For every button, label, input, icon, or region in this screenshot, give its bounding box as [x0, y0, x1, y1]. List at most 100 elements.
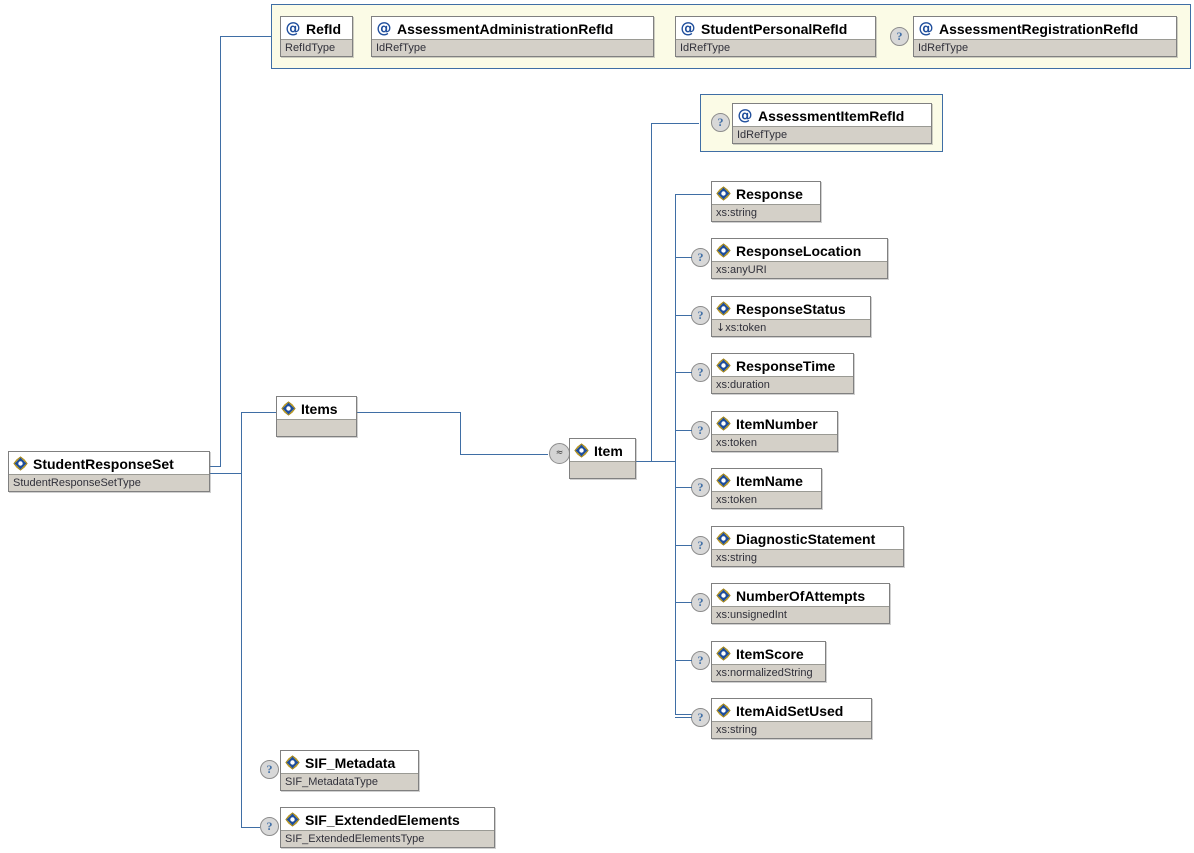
- connector: [210, 473, 242, 474]
- node-name-row: ResponseStatus: [712, 297, 870, 319]
- node-type-row: SIF_MetadataType: [281, 773, 418, 790]
- node-name-row: @ StudentPersonalRefId: [676, 17, 875, 39]
- node-label: Item: [594, 442, 623, 459]
- element-icon: [716, 358, 731, 373]
- node-name-row: ItemScore: [712, 642, 825, 664]
- connector: [675, 660, 692, 661]
- node-type-row: [277, 419, 356, 436]
- connector: [675, 194, 676, 715]
- optional-marker-icon: ?: [691, 306, 710, 325]
- element-icon: [574, 443, 589, 458]
- node-type-row: SIF_ExtendedElementsType: [281, 830, 494, 847]
- attribute-icon: @: [376, 18, 392, 37]
- node-label: ResponseTime: [736, 357, 836, 374]
- connector: [675, 487, 692, 488]
- node-label: Items: [301, 400, 338, 417]
- element-node-sif-extendedelements[interactable]: SIF_ExtendedElements SIF_ExtendedElement…: [280, 807, 495, 848]
- element-icon: [285, 812, 300, 827]
- node-name-row: Item: [570, 439, 635, 461]
- node-label: DiagnosticStatement: [736, 530, 876, 547]
- node-name-row: ItemName: [712, 469, 821, 491]
- node-label: ItemScore: [736, 645, 804, 662]
- node-name-row: ResponseTime: [712, 354, 853, 376]
- connector: [651, 123, 699, 124]
- node-type-row: IdRefType: [676, 39, 875, 56]
- element-icon: [285, 755, 300, 770]
- node-name-row: SIF_Metadata: [281, 751, 418, 773]
- node-name-row: Items: [277, 397, 356, 419]
- node-type-row: IdRefType: [372, 39, 653, 56]
- node-label: AssessmentItemRefId: [758, 107, 905, 124]
- element-icon: [716, 473, 731, 488]
- optional-marker-icon: ?: [691, 593, 710, 612]
- node-name-row: @ AssessmentRegistrationRefId: [914, 17, 1176, 39]
- node-type-row: xs:string: [712, 721, 871, 738]
- element-node-items[interactable]: Items: [276, 396, 357, 437]
- optional-marker-icon: ?: [691, 708, 710, 727]
- connector: [220, 36, 221, 467]
- attribute-node-assessmentadministrationrefid[interactable]: @ AssessmentAdministrationRefId IdRefTyp…: [371, 16, 654, 57]
- optional-marker-icon: ?: [691, 478, 710, 497]
- attribute-node-refid[interactable]: @ RefId RefIdType: [280, 16, 353, 57]
- attribute-node-assessmentitemrefid[interactable]: @ AssessmentItemRefId IdRefType: [732, 103, 932, 144]
- node-type-row: xs:token: [712, 491, 821, 508]
- connector: [651, 123, 652, 462]
- optional-marker-icon: ?: [890, 27, 909, 46]
- element-node-studentresponseset[interactable]: StudentResponseSet StudentResponseSetTyp…: [8, 451, 210, 492]
- node-label: Response: [736, 185, 803, 202]
- node-type-row: xs:anyURI: [712, 261, 887, 278]
- node-name-row: SIF_ExtendedElements: [281, 808, 494, 830]
- node-name-row: @ RefId: [281, 17, 352, 39]
- attribute-icon: @: [737, 105, 753, 124]
- attribute-icon: @: [680, 18, 696, 37]
- node-label: NumberOfAttempts: [736, 587, 866, 604]
- element-node-item[interactable]: Item: [569, 438, 636, 479]
- element-icon: [13, 456, 28, 471]
- connector: [675, 430, 692, 431]
- element-icon: [716, 301, 731, 316]
- element-icon: [716, 703, 731, 718]
- node-type-row: ↓xs:token: [712, 319, 870, 336]
- element-icon: [716, 186, 731, 201]
- attribute-node-assessmentregistrationrefid[interactable]: @ AssessmentRegistrationRefId IdRefType: [913, 16, 1177, 57]
- element-icon: [716, 588, 731, 603]
- optional-marker-icon: ?: [260, 760, 279, 779]
- attribute-icon: @: [918, 18, 934, 37]
- attribute-node-studentpersonalrefid[interactable]: @ StudentPersonalRefId IdRefType: [675, 16, 876, 57]
- element-icon: [716, 243, 731, 258]
- node-label: AssessmentAdministrationRefId: [397, 20, 614, 37]
- node-type-row: IdRefType: [914, 39, 1176, 56]
- node-label: StudentPersonalRefId: [701, 20, 848, 37]
- connector: [675, 717, 692, 718]
- node-label: ItemName: [736, 472, 803, 489]
- node-name-row: Response: [712, 182, 820, 204]
- optional-marker-icon: ?: [691, 421, 710, 440]
- node-label: SIF_ExtendedElements: [305, 811, 460, 828]
- node-name-row: ItemNumber: [712, 412, 837, 434]
- node-label: ItemNumber: [736, 415, 818, 432]
- restriction-icon: ↓: [716, 321, 726, 334]
- element-node-responsestatus[interactable]: ResponseStatus↓xs:token: [711, 296, 871, 337]
- element-node-sif-metadata[interactable]: SIF_Metadata SIF_MetadataType: [280, 750, 419, 791]
- connector: [241, 412, 276, 413]
- element-node-itemname[interactable]: ItemName xs:token: [711, 468, 822, 509]
- element-icon: [716, 646, 731, 661]
- node-name-row: DiagnosticStatement: [712, 527, 903, 549]
- connector: [675, 194, 711, 195]
- optional-marker-icon: ?: [711, 113, 730, 132]
- node-name-row: @ AssessmentItemRefId: [733, 104, 931, 126]
- node-type-row: StudentResponseSetType: [9, 474, 209, 491]
- occurrence-symbol: ≈: [555, 448, 564, 458]
- connector: [675, 602, 692, 603]
- node-name-row: @ AssessmentAdministrationRefId: [372, 17, 653, 39]
- optional-marker-icon: ?: [691, 651, 710, 670]
